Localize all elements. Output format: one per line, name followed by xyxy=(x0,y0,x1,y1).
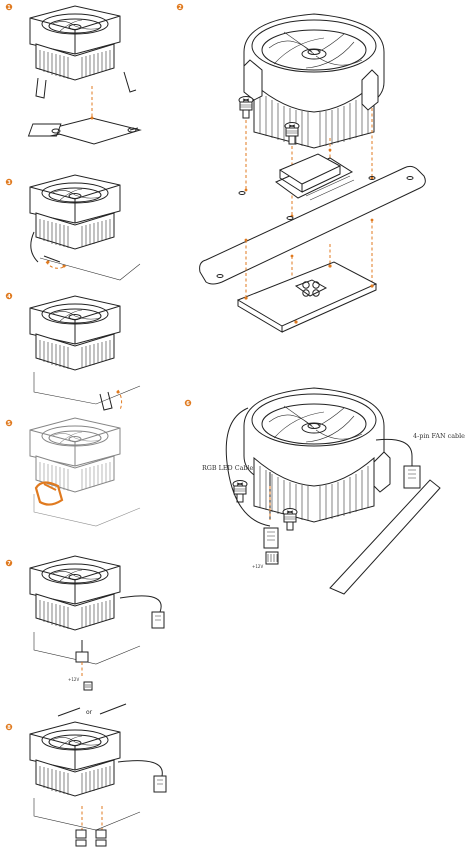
plus12v-label-small: +12V xyxy=(68,677,79,682)
left-step-4-lever-highlight xyxy=(34,481,64,506)
step-badge-1: 1 xyxy=(5,3,13,11)
left-step-8-illustration xyxy=(29,721,167,847)
fan-cable-label: 4-pin FAN cable xyxy=(413,432,465,440)
step-number: 8 xyxy=(7,725,11,731)
right-step-6-illustration: +12V xyxy=(225,387,441,595)
step-number: 5 xyxy=(7,421,11,427)
rgb-led-cable-label: RGB LED Cable xyxy=(202,464,254,472)
step-badge-8: 8 xyxy=(5,723,13,731)
step-badge-5: 5 xyxy=(5,419,13,427)
left-step-4-illustration xyxy=(29,417,141,527)
step-number: 2 xyxy=(178,5,182,11)
left-step-3-illustration xyxy=(29,295,141,411)
step-badge-3: 3 xyxy=(5,178,13,186)
step-number: 7 xyxy=(7,561,11,567)
step-badge-7: 7 xyxy=(5,559,13,567)
right-step-2-illustration xyxy=(199,13,426,333)
step-number: 4 xyxy=(7,294,11,300)
left-step-7-illustration: +12V xyxy=(29,555,165,691)
step-number: 6 xyxy=(186,401,190,407)
or-label: or xyxy=(86,709,93,716)
plus12v-label-large: +12V xyxy=(252,564,263,569)
step-badge-6: 6 xyxy=(184,399,192,407)
or-divider: or xyxy=(57,703,127,717)
step-number: 1 xyxy=(7,5,11,11)
left-step-1-illustration xyxy=(27,5,142,145)
left-step-2-illustration xyxy=(29,174,141,281)
step-badge-2: 2 xyxy=(176,3,184,11)
step-badge-4: 4 xyxy=(5,292,13,300)
step-number: 3 xyxy=(7,180,11,186)
